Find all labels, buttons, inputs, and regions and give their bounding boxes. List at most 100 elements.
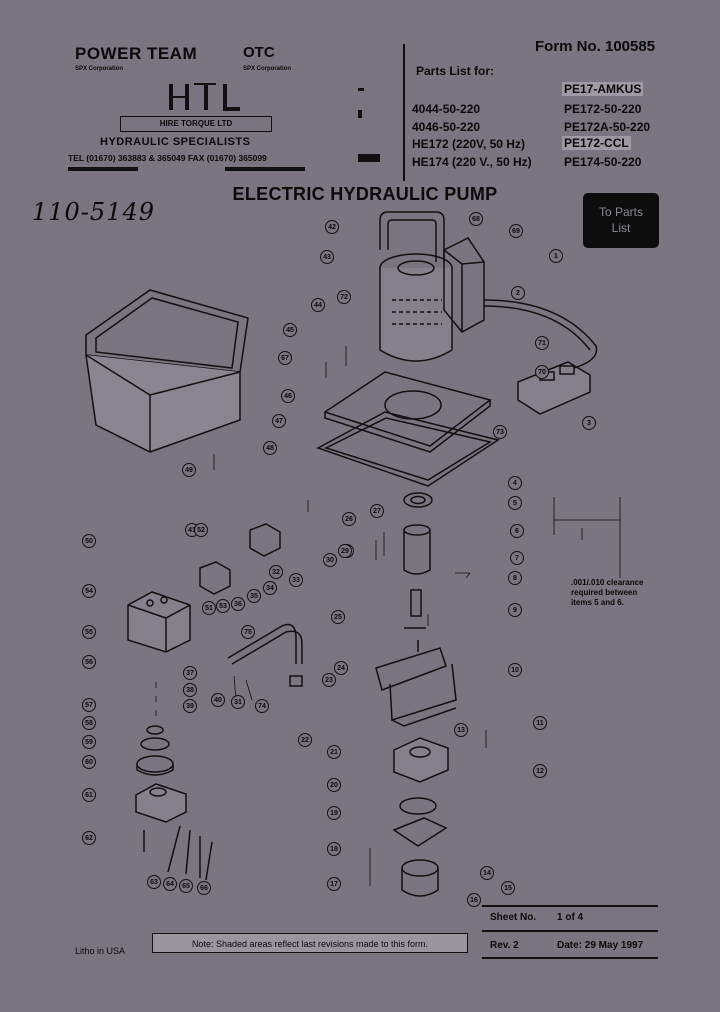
footer-rule-top bbox=[482, 905, 658, 907]
model-left-3: HE172 (220V, 50 Hz) bbox=[412, 137, 525, 151]
part-callout: 40 bbox=[211, 693, 225, 707]
part-callout: 63 bbox=[147, 875, 161, 889]
model-right-3: PE172-CCL bbox=[562, 136, 631, 150]
sheet-label: Sheet No. bbox=[490, 912, 537, 923]
part-callout: 23 bbox=[322, 673, 336, 687]
part-callout: 72 bbox=[337, 290, 351, 304]
side-mark bbox=[358, 110, 362, 118]
part-callout: 39 bbox=[183, 699, 197, 713]
part-callout: 4 bbox=[508, 476, 522, 490]
part-callout: 51 bbox=[202, 601, 216, 615]
part-callout: 70 bbox=[535, 365, 549, 379]
clearance-line2: required between bbox=[571, 588, 638, 597]
part-callout: 29 bbox=[338, 544, 352, 558]
form-number: Form No. 100585 bbox=[535, 38, 656, 55]
litho-note: Litho in USA bbox=[75, 946, 126, 956]
model-right-2: PE172A-50-220 bbox=[564, 120, 651, 134]
part-callout: 65 bbox=[179, 879, 193, 893]
handwritten-note: 110-5149 bbox=[32, 198, 155, 226]
part-callout: 2 bbox=[511, 286, 525, 300]
power-team-subtitle: SPX Corporation bbox=[75, 66, 124, 72]
part-callout: 58 bbox=[82, 716, 96, 730]
reservoir-tank bbox=[85, 289, 249, 453]
part-callout: 24 bbox=[334, 661, 348, 675]
part-callout: 18 bbox=[327, 842, 341, 856]
part-callout: 8 bbox=[508, 571, 522, 585]
part-callout: 59 bbox=[82, 735, 96, 749]
part-callout: 64 bbox=[163, 877, 177, 891]
part-callout: 73 bbox=[493, 425, 507, 439]
part-callout: 27 bbox=[370, 504, 384, 518]
to-parts-list-line2: List bbox=[611, 221, 631, 235]
footer-rule-bottom bbox=[482, 957, 658, 959]
part-callout: 26 bbox=[342, 512, 356, 526]
gasket bbox=[316, 411, 500, 487]
part-callout: 14 bbox=[480, 866, 494, 880]
htl-company-name: HIRE TORQUE LTD bbox=[120, 116, 272, 132]
part-callout: 48 bbox=[263, 441, 277, 455]
htl-logo bbox=[169, 83, 240, 111]
hydraulic-hose bbox=[227, 623, 303, 687]
parts-list-for: Parts List for: bbox=[416, 64, 495, 78]
part-callout: 68 bbox=[469, 212, 483, 226]
part-callout: 71 bbox=[535, 336, 549, 350]
otc-logo: OTC bbox=[243, 44, 275, 61]
contact-underline-bar-2 bbox=[225, 167, 305, 171]
part-callout: 38 bbox=[183, 683, 197, 697]
part-callout: 15 bbox=[501, 881, 515, 895]
part-callout: 19 bbox=[327, 806, 341, 820]
sheet-value: 1 of 4 bbox=[557, 912, 584, 923]
part-callout: 6 bbox=[510, 524, 524, 538]
clearance-line3: items 5 and 6. bbox=[571, 598, 624, 607]
part-callout: 3 bbox=[582, 416, 596, 430]
part-callout: 17 bbox=[327, 877, 341, 891]
part-callout: 57 bbox=[82, 698, 96, 712]
part-callout: 56 bbox=[82, 655, 96, 669]
htl-contact: TEL (01670) 363883 & 365049 FAX (01670) … bbox=[68, 153, 267, 163]
footer-rule-mid bbox=[482, 930, 658, 932]
part-callout: 54 bbox=[82, 584, 96, 598]
part-callout: 60 bbox=[82, 755, 96, 769]
part-callout: 67 bbox=[278, 351, 292, 365]
pump-head bbox=[392, 737, 449, 897]
part-callout: 74 bbox=[255, 699, 269, 713]
part-callout: 61 bbox=[82, 788, 96, 802]
part-callout: 12 bbox=[533, 764, 547, 778]
part-callout: 32 bbox=[269, 565, 283, 579]
to-parts-list-button[interactable]: To Parts List bbox=[583, 193, 659, 248]
part-callout: 35 bbox=[247, 589, 261, 603]
part-callout: 22 bbox=[298, 733, 312, 747]
header-divider bbox=[403, 44, 405, 181]
part-callout: 7 bbox=[510, 551, 524, 565]
clearance-line1: .001/.010 clearance bbox=[571, 578, 644, 587]
shaded-areas-note: Note: Shaded areas reflect last revision… bbox=[152, 933, 468, 953]
part-callout: 20 bbox=[327, 778, 341, 792]
revision-label: Rev. 2 bbox=[490, 940, 519, 951]
otc-subtitle: SPX Corporation bbox=[243, 66, 292, 72]
mounting-bracket bbox=[375, 647, 457, 727]
part-callout: 42 bbox=[325, 220, 339, 234]
part-callout: 52 bbox=[194, 523, 208, 537]
motor-handle bbox=[379, 211, 445, 262]
model-right-0: PE17-AMKUS bbox=[562, 82, 644, 96]
model-right-1: PE172-50-220 bbox=[564, 102, 642, 116]
part-callout: 21 bbox=[327, 745, 341, 759]
part-callout: 1 bbox=[549, 249, 563, 263]
part-callout: 44 bbox=[311, 298, 325, 312]
part-callout: 16 bbox=[467, 893, 481, 907]
part-callout: 49 bbox=[182, 463, 196, 477]
part-callout: 46 bbox=[281, 389, 295, 403]
fitting-blocks bbox=[199, 523, 281, 595]
part-callout: 50 bbox=[82, 534, 96, 548]
power-team-logo: POWER TEAM bbox=[75, 44, 198, 63]
contact-underline-bar bbox=[68, 167, 138, 171]
part-callout: 31 bbox=[231, 695, 245, 709]
pump-cylinder bbox=[403, 492, 433, 575]
electric-motor bbox=[379, 253, 453, 362]
htl-specialists: HYDRAULIC SPECIALISTS bbox=[100, 136, 251, 148]
page-title: ELECTRIC HYDRAULIC PUMP bbox=[232, 184, 498, 204]
part-callout: 62 bbox=[82, 831, 96, 845]
switch-box bbox=[443, 237, 485, 333]
model-left-2: 4046-50-220 bbox=[412, 120, 481, 134]
